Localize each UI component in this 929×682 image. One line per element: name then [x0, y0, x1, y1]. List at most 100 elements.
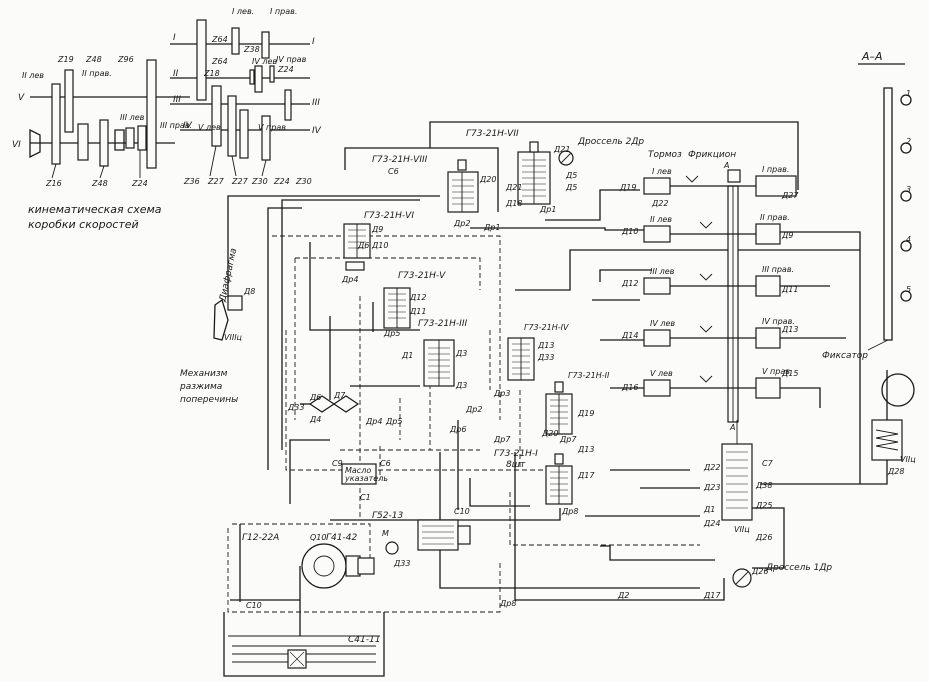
gear-z27b: Z27 — [231, 177, 249, 186]
gear-z30: Z30 — [251, 177, 268, 186]
drain-4: Др4 — [341, 275, 358, 284]
section-mark-a-top: A — [723, 161, 729, 170]
kin-clutch-i-right: I прав. — [270, 7, 297, 16]
drain-1: Др1 — [483, 223, 500, 232]
fixator-pos-2: 2 — [906, 137, 911, 146]
filter-label: Г52-13 — [372, 511, 403, 521]
kin-clutch-iv-left: IV лев — [252, 57, 277, 66]
gear-z24b: Z24 — [131, 179, 148, 188]
gear-z24c: Z24 — [273, 177, 290, 186]
port-d3: Д3 — [455, 349, 467, 358]
valve-i-label: Г73-21Н-I — [494, 449, 538, 459]
port-d7: Д7 — [333, 391, 346, 400]
cyl-ii-left: II лев — [650, 215, 672, 224]
relief-valve-label: Г41-42 — [326, 533, 357, 543]
cyl-ii-right: II прав. — [760, 213, 790, 222]
clutch-cylinders: I лев I прав. II лев II прав. III лев II… — [643, 150, 797, 432]
port-d8: Д8 — [243, 287, 255, 296]
port-labels: Д21 Д21 Д18 Д5 Д5 Д19 Д22 Д27 Д10 Д9 Д12… — [287, 145, 799, 600]
valve-g73-iv: Г73-21Н-IV — [507, 323, 569, 381]
port-d6: Д6 — [357, 241, 369, 250]
valve-g73-vii: Г73-21Н-VII — [466, 129, 551, 205]
port-d27: Д27 — [781, 191, 799, 200]
valve-g73-vi: Г73-21Н-VI — [343, 211, 414, 271]
port-d16: Д16 — [621, 383, 638, 392]
port-c5: Д20 — [541, 429, 558, 438]
gear-z48: Z48 — [85, 55, 102, 64]
port-d21: Д21 — [553, 145, 570, 154]
gear-z19: Z19 — [57, 55, 74, 64]
port-d22: Д22 — [651, 199, 668, 208]
port-d23: Д23 — [703, 483, 720, 492]
shuttle-valve — [300, 395, 360, 413]
section-a-a: A–A 1 2 3 4 5 Фиксатор VIIц Д28 — [822, 50, 916, 476]
shaft-I-end-label: I — [312, 37, 315, 47]
shaft-II-label: II — [173, 69, 179, 79]
gear-z18: Z18 — [203, 69, 220, 78]
cyl-iii-right: III прав. — [762, 265, 794, 274]
valve-viii-label: Г73-21Н-VIII — [372, 155, 428, 165]
gear-z36: Z36 — [183, 177, 200, 186]
port-d17: Д17 — [703, 591, 721, 600]
manometer-label: M — [382, 529, 389, 538]
valve-i-note: 8шт — [506, 460, 526, 470]
shaft-IV-label: IV — [183, 121, 193, 131]
fixator-pos-5: 5 — [906, 285, 911, 294]
port-d38: Д38 — [755, 481, 772, 490]
port-d21b: Д21 — [505, 183, 522, 192]
misc-labels: С6 С9 С6 С1 — [332, 167, 399, 502]
label-c1: С1 — [360, 493, 371, 502]
fixator-label: Фиксатор — [822, 351, 868, 361]
port-d26: Д26 — [755, 533, 772, 542]
port-d17b: Д17 — [577, 471, 595, 480]
drain-6: Др6 — [449, 425, 466, 434]
port-d14: Д14 — [621, 331, 638, 340]
kinematic-caption-2: коробки скоростей — [28, 218, 139, 231]
fixator-pos-3: 3 — [906, 185, 911, 194]
kin-clutch-iii-left: III лев — [120, 113, 145, 122]
port-d9: Д9 — [781, 231, 793, 240]
port-d33b: Д33 — [287, 403, 304, 412]
port-d1b: Д1 — [401, 351, 413, 360]
port-d12: Д12 — [621, 279, 638, 288]
port-d12b: Д12 — [409, 293, 426, 302]
oil-indicator: Масло указатель — [341, 463, 388, 485]
label-c6: С6 — [380, 459, 391, 468]
port-d11b: Д11 — [409, 307, 426, 316]
kin-clutch-ii-left: II лев — [22, 71, 44, 80]
valve-vi-label: Г73-21Н-VI — [364, 211, 414, 221]
label-c4: С6 — [388, 167, 399, 176]
cyl-iv-left: IV лев — [650, 319, 675, 328]
drain-1b: Др1 — [539, 205, 556, 214]
kin-clutch-ii-right: II прав. — [82, 69, 112, 78]
port-d22b: Д22 — [703, 463, 720, 472]
drain-4b: Др4 — [365, 417, 382, 426]
brake-label: Тормоз — [648, 150, 682, 160]
drain-8: Др8 — [561, 507, 578, 516]
kin-clutch-iii-right: III прав. — [160, 121, 192, 130]
port-d19b: Д19 — [577, 409, 594, 418]
gear-z48b: Z48 — [91, 179, 108, 188]
port-d5b: Д5 — [565, 183, 577, 192]
drain-7: Др7 — [493, 435, 511, 444]
throttle-2-label: Дроссель 2Др — [577, 137, 644, 147]
section-title: A–A — [861, 50, 883, 63]
shaft-V-label: V — [18, 93, 25, 103]
pump-unit: M Г12-22А Г41-42 Q10 — [242, 529, 399, 589]
valve-g73-ii: Г73-21Н-II — [545, 371, 610, 435]
kin-clutch-v-right: V прав — [258, 123, 286, 132]
port-d11: Д11 — [781, 285, 798, 294]
cyl-v-left: V лев — [650, 369, 673, 378]
friction-label: Фрикцион — [688, 150, 736, 160]
label-c9: С9 — [332, 459, 343, 468]
pump-q10: Q10 — [310, 533, 326, 542]
cylinder-vii-label: VIIц — [900, 455, 916, 464]
port-d20: Д20 — [479, 175, 496, 184]
filter-c10: С10 — [454, 507, 470, 516]
fixator-pos-1: 1 — [906, 89, 911, 98]
drain-2b: Др2 — [465, 405, 482, 414]
port-d31: Д33 — [393, 559, 410, 568]
valve-g73-i: Г73-21Н-I 8шт — [494, 449, 573, 505]
kin-clutch-iv-right: IV прав — [276, 55, 307, 64]
